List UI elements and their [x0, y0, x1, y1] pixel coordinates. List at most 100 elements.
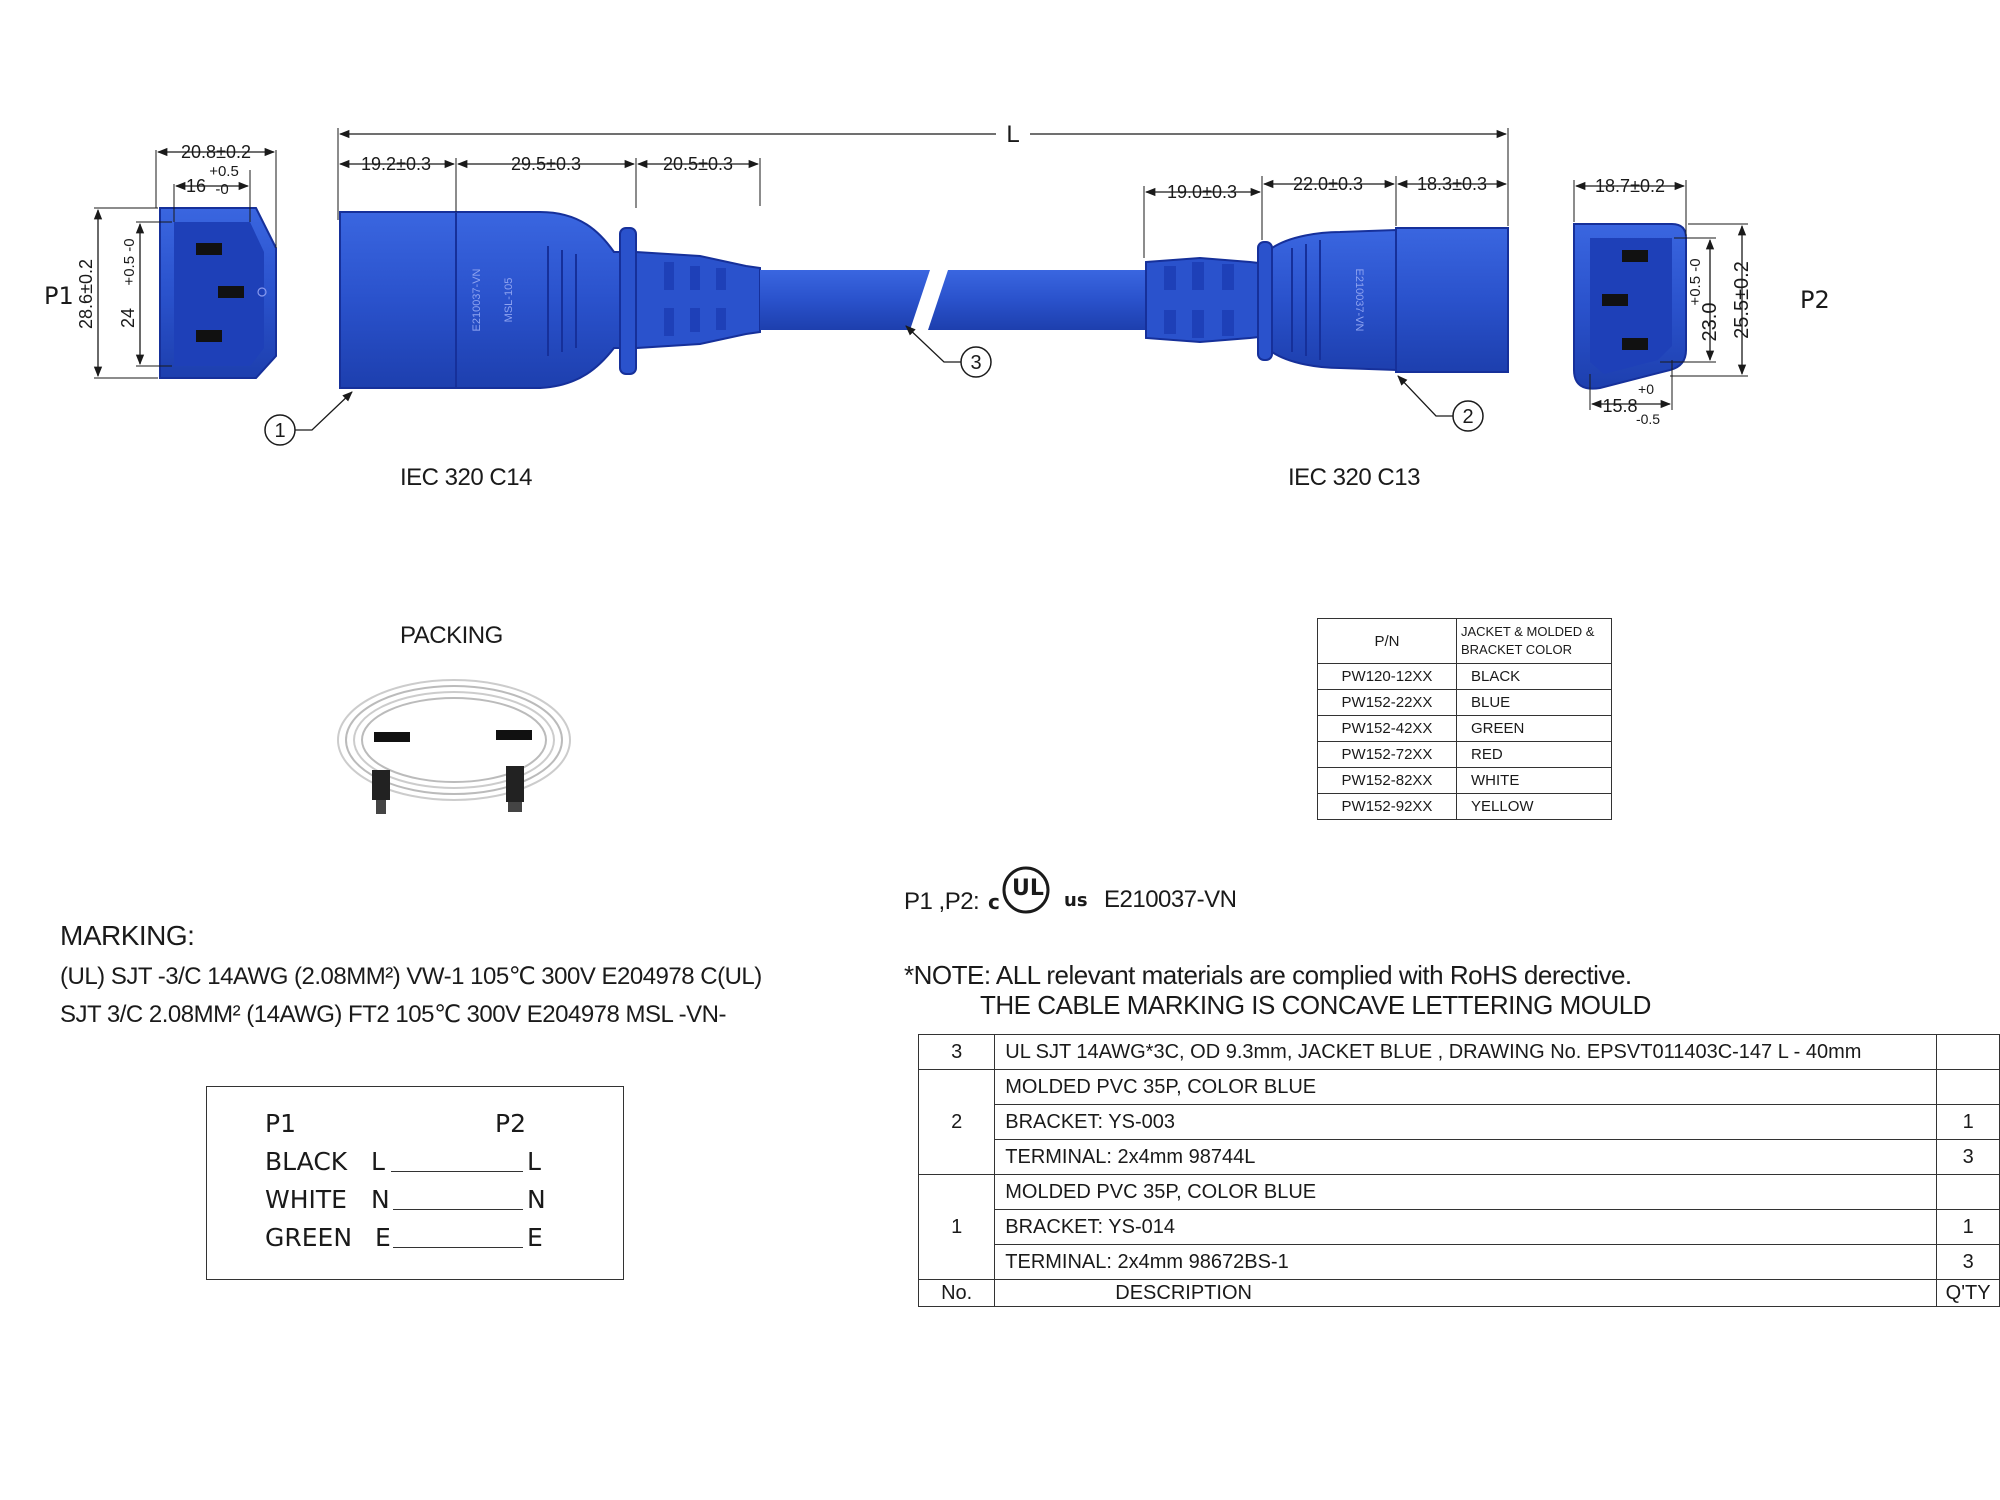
dim-p2-width-bottom-tol-minus: -0.5 — [1636, 411, 1660, 427]
dim-p1-width-inner-tol-plus: +0.5 — [209, 163, 239, 180]
wiring-row-left: N — [371, 1185, 390, 1214]
table-row: BRACKET: YS-003 1 — [919, 1104, 2000, 1140]
ul-logo — [1002, 866, 1050, 914]
table-row: 3 UL SJT 14AWG*3C, OD 9.3mm, JACKET BLUE… — [917, 1034, 2000, 1070]
dim-p1-width-top: 20.8±0.2 — [181, 142, 251, 162]
bom-qty: 3 — [1936, 1244, 2000, 1280]
dim-c13-seg3: 18.3±0.3 — [1417, 174, 1487, 194]
pn-cell: PW152-82XX — [1317, 767, 1457, 794]
wiring-row-right: L — [527, 1147, 541, 1176]
wiring-row-right: E — [527, 1223, 543, 1252]
wiring-row-color: GREEN — [265, 1223, 353, 1252]
connector-right-label: IEC 320 C13 — [1288, 464, 1420, 491]
bom-footer-row: No. DESCRIPTION Q'TY — [917, 1279, 2000, 1307]
table-row: BRACKET: YS-014 1 — [919, 1209, 2000, 1245]
bom-footer-qty: Q'TY — [1936, 1279, 2000, 1307]
bom-desc: UL SJT 14AWG*3C, OD 9.3mm, JACKET BLUE ,… — [994, 1034, 1938, 1070]
dim-p2-width-top: 18.7±0.2 — [1595, 176, 1665, 196]
bom-footer-desc: DESCRIPTION — [994, 1279, 1938, 1307]
bom-no: 1 — [917, 1174, 996, 1280]
wiring-line — [393, 1209, 523, 1210]
wiring-row-color: BLACK — [265, 1147, 348, 1176]
wiring-table: P1 P2 BLACK L L WHITE N N GREEN E E — [206, 1086, 624, 1280]
color-cell: RED — [1456, 741, 1612, 768]
wiring-row-color: WHITE — [265, 1185, 347, 1214]
c13-connector-side-view: E210037-VN — [1145, 227, 1509, 373]
bom-table: 3 UL SJT 14AWG*3C, OD 9.3mm, JACKET BLUE… — [917, 1034, 2000, 1307]
callout-1: 1 — [274, 420, 285, 442]
pn-cell: PW152-72XX — [1317, 741, 1457, 768]
c14-dimensions — [338, 158, 761, 212]
color-cell: GREEN — [1456, 715, 1612, 742]
note-line-1: *NOTE: ALL relevant materials are compli… — [904, 960, 1632, 990]
p2-dimensions — [1573, 180, 1748, 410]
marking-line-1: (UL) SJT -3/C 14AWG (2.08MM²) VW-1 105℃ … — [60, 963, 762, 990]
header-color-line-1: JACKET & MOLDED & — [1461, 624, 1595, 639]
dim-p2-width-bottom-tol-plus: +0 — [1638, 381, 1654, 397]
callout-leaders — [264, 325, 1484, 446]
color-cell: WHITE — [1456, 767, 1612, 794]
dim-p1-height-outer: 28.6±0.2 — [76, 259, 96, 329]
note-line-2: THE CABLE MARKING IS CONCAVE LETTERING M… — [980, 990, 1651, 1020]
dim-p2-height-inner-tol: +0.5 -0 — [1687, 258, 1704, 305]
cert-prefix: P1 ,P2: — [904, 888, 980, 915]
bom-no: 2 — [917, 1069, 996, 1175]
bom-desc: MOLDED PVC 35P, COLOR BLUE — [994, 1069, 1938, 1105]
bom-desc: TERMINAL: 2x4mm 98672BS-1 — [994, 1244, 1938, 1280]
p1-dimensions — [93, 147, 277, 379]
bom-footer-no: No. — [917, 1279, 996, 1307]
p1-front-view — [159, 207, 277, 379]
c13-dimensions — [1143, 176, 1508, 258]
overall-length-label: L — [1006, 121, 1019, 148]
p1-label: P1 — [44, 282, 74, 310]
bom-no: 3 — [917, 1034, 996, 1070]
header-color: JACKET & MOLDED & BRACKET COLOR — [1456, 618, 1612, 664]
bom-qty: 1 — [1936, 1104, 2000, 1140]
pn-cell: PW152-42XX — [1317, 715, 1457, 742]
dim-c14-seg3: 20.5±0.3 — [663, 154, 733, 174]
overall-length-dimension — [337, 128, 1509, 226]
p2-label: P2 — [1800, 286, 1830, 314]
wiring-header-p2: P2 — [495, 1109, 526, 1138]
pn-cell: PW152-92XX — [1317, 793, 1457, 820]
bom-qty: 3 — [1936, 1139, 2000, 1175]
table-row: TERMINAL: 2x4mm 98744L 3 — [919, 1139, 2000, 1175]
dim-c14-seg1: 19.2±0.3 — [361, 154, 431, 174]
bom-qty — [1936, 1034, 2000, 1070]
c13-molding-text: E210037-VN — [1353, 269, 1365, 332]
pn-cell: PW120-12XX — [1317, 663, 1457, 690]
bom-desc: TERMINAL: 2x4mm 98744L — [994, 1139, 1938, 1175]
dim-p1-height-inner-tol: +0.5 -0 — [121, 238, 138, 285]
bom-desc: BRACKET: YS-014 — [994, 1209, 1938, 1245]
bom-qty — [1936, 1174, 2000, 1210]
connector-left-label: IEC 320 C14 — [400, 464, 532, 491]
bom-desc: MOLDED PVC 35P, COLOR BLUE — [994, 1174, 1938, 1210]
wiring-line — [391, 1171, 523, 1172]
ul-us: us — [1064, 890, 1088, 911]
c14-molding-text-2: MSL-105 — [503, 278, 515, 323]
dim-p2-height-inner: 23.0 — [1699, 303, 1721, 342]
color-cell: YELLOW — [1456, 793, 1612, 820]
header-color-line-2: BRACKET COLOR — [1461, 642, 1573, 657]
packing-title: PACKING — [400, 622, 503, 649]
wiring-header-p1: P1 — [265, 1109, 296, 1138]
c14-plug-side-view: E210037-VN MSL-105 — [339, 211, 761, 389]
ul-c: c — [988, 890, 1000, 914]
dim-p2-height-outer: 25.5±0.2 — [1731, 261, 1753, 339]
callout-3: 3 — [970, 352, 981, 374]
bom-qty — [1936, 1069, 2000, 1105]
bom-desc: BRACKET: YS-003 — [994, 1104, 1938, 1140]
wiring-row-right: N — [527, 1185, 546, 1214]
packing-coil-illustration — [337, 679, 571, 814]
dim-c13-seg2: 22.0±0.3 — [1293, 174, 1363, 194]
c14-molding-text-1: E210037-VN — [471, 268, 483, 331]
dim-c14-seg2: 29.5±0.3 — [511, 154, 581, 174]
cert-number: E210037-VN — [1104, 886, 1237, 913]
wiring-row-left: L — [371, 1147, 385, 1176]
part-number-table: P/N JACKET & MOLDED & BRACKET COLOR PW12… — [1317, 618, 1612, 820]
